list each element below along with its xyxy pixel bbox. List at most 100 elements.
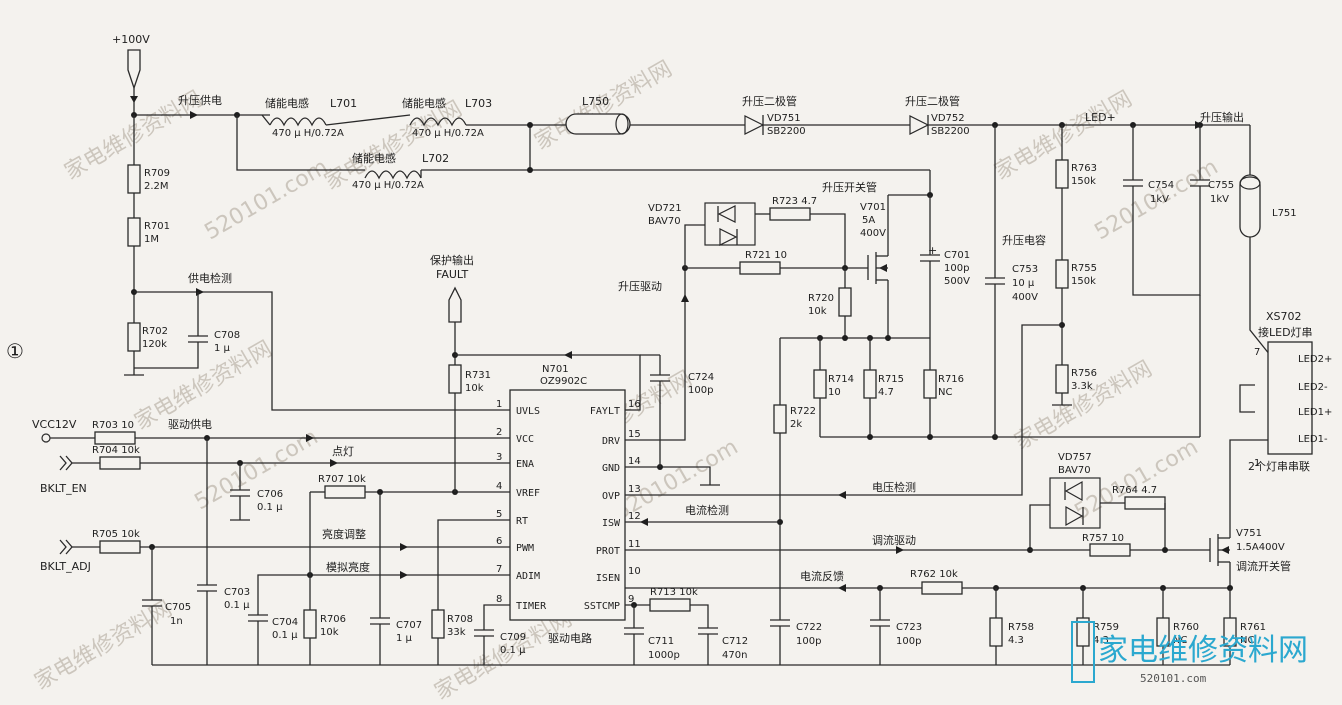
sb2200-label: SB2200 — [931, 126, 970, 137]
wire-string-link — [1239, 384, 1255, 413]
v701-label: V701 — [860, 202, 886, 213]
r722-value: 2k — [790, 419, 802, 430]
wire-timer — [483, 604, 510, 630]
c705-value: 1n — [170, 616, 183, 627]
voltage-detect-label: 电压检测 — [872, 480, 916, 494]
boost-switch-label: 升压开关管 — [822, 180, 877, 194]
resistor-r763 — [1055, 159, 1069, 189]
r761-label: R761 — [1240, 622, 1266, 633]
bklt-en-input-icon — [59, 455, 73, 471]
ic-pin-name: GND — [602, 463, 620, 474]
ic-pin-name: ENA — [516, 459, 534, 470]
ic-pin-name: VCC — [516, 434, 534, 445]
analog-brightness-label: 模拟亮度 — [326, 560, 370, 574]
c711-value: 1000p — [648, 650, 680, 661]
r721-label: R721 10 — [745, 250, 787, 261]
terminal-icon — [41, 433, 51, 443]
wire — [684, 224, 705, 268]
r708-label: R708 — [447, 614, 473, 625]
junction-dot — [1162, 547, 1168, 553]
r761-value: NC — [1240, 635, 1254, 646]
wire-ovp — [625, 324, 1062, 496]
r759-value: 4.3 — [1093, 635, 1109, 646]
l751-label: L751 — [1272, 208, 1297, 219]
ic-pin-number: 8 — [496, 594, 502, 605]
r723-label: R723 4.7 — [772, 196, 817, 207]
r702-value: 120k — [142, 339, 167, 350]
resistor-r715 — [863, 369, 877, 399]
r760-label: R760 — [1173, 622, 1199, 633]
logo-icon — [1071, 621, 1095, 683]
ferrite-bead-l751 — [1239, 174, 1261, 238]
ic-pin-number: 2 — [496, 427, 502, 438]
c753-voltage: 400V — [1012, 292, 1038, 303]
inductor-type-label: 储能电感 — [402, 96, 446, 110]
xs702-label: XS702 — [1266, 310, 1302, 323]
pin7-label: 7 — [1254, 347, 1260, 358]
r715-value: 4.7 — [878, 387, 894, 398]
ic-pin-number: 3 — [496, 452, 502, 463]
watermark: 家电维修资料网 520101.com 家电维修资料网 家电维修资料网 家电维修资… — [31, 57, 1223, 705]
bklt-adj-label: BKLT_ADJ — [40, 560, 91, 573]
r731-label: R731 — [465, 370, 491, 381]
resistor-r757 — [1089, 543, 1131, 557]
ic-pin-name: ISW — [602, 518, 621, 529]
resistor-r721 — [739, 261, 781, 275]
led-plus-label: LED+ — [1085, 111, 1116, 124]
current-detect-label: 电流检测 — [685, 503, 729, 517]
ic-pin-number: 9 — [628, 594, 634, 605]
resistor-r713 — [649, 598, 691, 612]
arrow-icon — [400, 571, 408, 579]
r756-label: R756 — [1071, 368, 1097, 379]
r709-value: 2.2M — [144, 181, 169, 192]
arrow-icon — [400, 543, 408, 551]
arrow-icon — [838, 491, 846, 499]
resistor-r762 — [921, 581, 963, 595]
r757-label: R757 10 — [1082, 533, 1124, 544]
ferrite-bead-l750 — [565, 113, 745, 135]
mosfet-v701 — [867, 195, 889, 338]
arrow-icon — [330, 459, 338, 467]
resistor-r708 — [431, 609, 445, 639]
inductor-value-label: 470 μ H/0.72A — [352, 180, 424, 191]
r763-value: 150k — [1071, 176, 1096, 187]
resistor-r722 — [773, 404, 787, 434]
boost-output-label: 升压输出 — [1200, 110, 1244, 124]
ic-pin-number: 6 — [496, 536, 502, 547]
arrow-icon — [896, 546, 904, 554]
c724-value: 100p — [688, 385, 713, 396]
resistor-r716 — [923, 369, 937, 399]
l750-label: L750 — [582, 95, 609, 108]
r714-label: R714 — [828, 374, 854, 385]
resistor-r705 — [99, 540, 141, 554]
c722-label: C722 — [796, 622, 822, 633]
c709-label: C709 — [500, 632, 526, 643]
diode-vd751 — [744, 115, 910, 135]
r722-label: R722 — [790, 406, 816, 417]
c754-voltage: 1kV — [1150, 194, 1169, 205]
resistor-r723 — [769, 207, 811, 221]
v701-current: 5A — [862, 215, 875, 226]
ic-pin-name: DRV — [602, 436, 620, 447]
led1-plus-label: LED1+ — [1298, 407, 1332, 418]
l703-label: L703 — [465, 97, 492, 110]
c723-label: C723 — [896, 622, 922, 633]
r715-label: R715 — [878, 374, 904, 385]
c701-label: C701 — [944, 250, 970, 261]
protect-output-label: 保护输出 — [430, 253, 474, 267]
two-strings-label: 2个灯串串联 — [1248, 460, 1310, 473]
r704-label: R704 10k — [92, 445, 140, 456]
fault-label: FAULT — [436, 268, 469, 281]
c711-label: C711 — [648, 636, 674, 647]
ic-pin-number: 1 — [496, 399, 502, 410]
r720-value: 10k — [808, 306, 827, 317]
arrow-icon — [196, 288, 204, 296]
polarity-plus: + — [928, 244, 937, 257]
arrow-icon — [681, 294, 689, 302]
drive-supply-label: 驱动供电 — [168, 417, 212, 431]
sheet-marker: ① — [6, 339, 24, 363]
c706-label: C706 — [257, 489, 283, 500]
c753-label: C753 — [1012, 264, 1038, 275]
wire-fault — [455, 354, 641, 411]
r755-value: 150k — [1071, 276, 1096, 287]
